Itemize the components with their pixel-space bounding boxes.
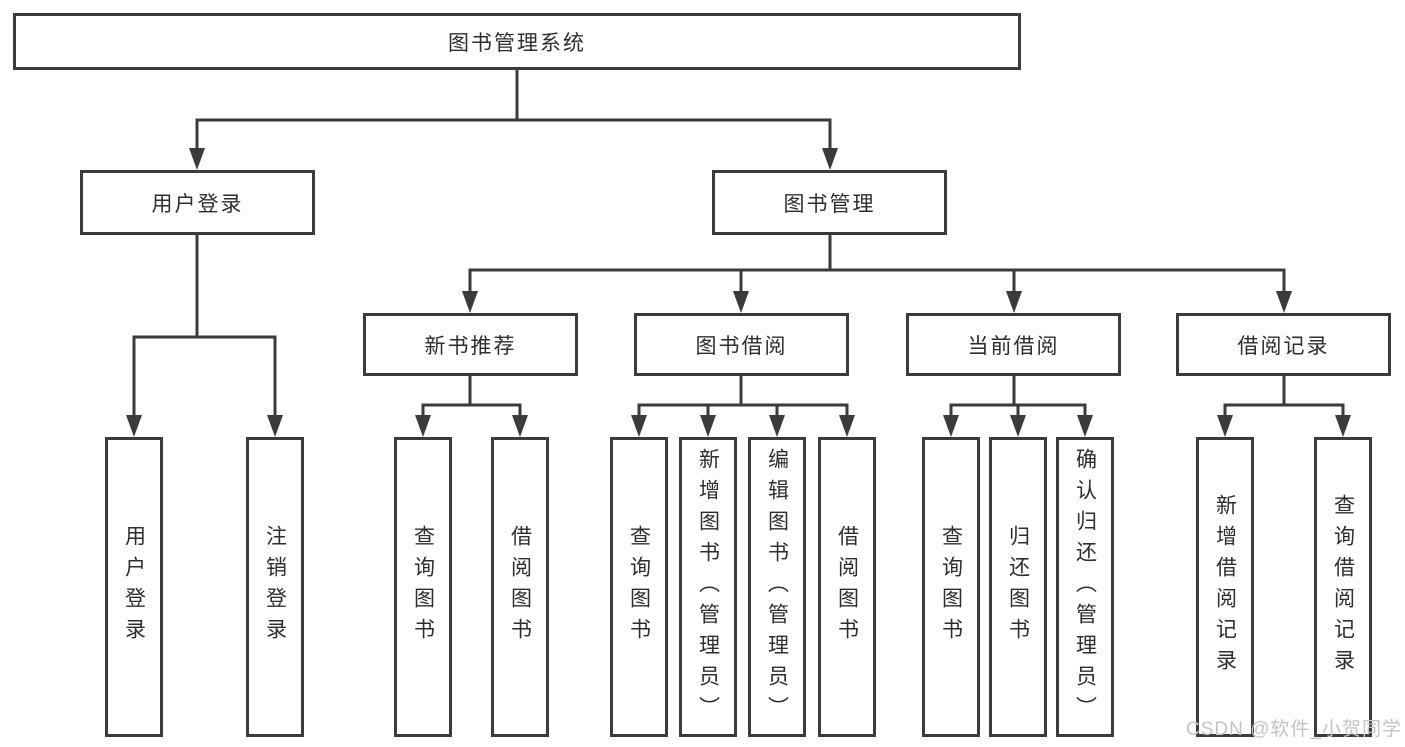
arrowhead xyxy=(700,415,716,437)
leaf-query-books-recommend: 查询图书 xyxy=(394,437,452,737)
leaf-logout: 注销登录 xyxy=(246,437,304,737)
arrowhead xyxy=(126,415,142,437)
arrowhead xyxy=(189,148,205,170)
leaf-query-borrow-record-label: 查询借阅记录 xyxy=(1331,494,1355,680)
leaf-user-login: 用户登录 xyxy=(105,437,163,737)
node-new-book-recommend-label: 新书推荐 xyxy=(424,334,517,358)
connector-borrow-records xyxy=(1217,376,1351,437)
node-root-label: 图书管理系统 xyxy=(448,31,586,55)
leaf-query-books-recommend-label: 查询图书 xyxy=(411,525,435,649)
leaf-add-book-admin: 新增图书（管理员） xyxy=(679,437,737,737)
leaf-borrow-books-label: 借阅图书 xyxy=(835,525,859,649)
node-book-management-label: 图书管理 xyxy=(783,192,876,216)
connector-user-login xyxy=(126,235,283,437)
node-new-book-recommend: 新书推荐 xyxy=(363,313,578,376)
leaf-confirm-return-admin: 确认归还（管理员） xyxy=(1056,437,1114,737)
leaf-borrow-books-recommend-label: 借阅图书 xyxy=(508,525,532,649)
arrowhead xyxy=(839,415,855,437)
connector-root xyxy=(189,70,838,170)
arrowhead xyxy=(733,291,749,313)
leaf-return-book-label: 归还图书 xyxy=(1006,525,1030,649)
connector-current-borrow xyxy=(943,376,1093,437)
csdn-watermark: CSDN @软件_小贺同学 xyxy=(1186,719,1402,740)
node-book-management: 图书管理 xyxy=(712,170,947,235)
node-borrow-records-label: 借阅记录 xyxy=(1237,334,1330,358)
leaf-query-borrow-record: 查询借阅记录 xyxy=(1314,437,1372,737)
node-root: 图书管理系统 xyxy=(13,13,1021,70)
leaf-logout-label: 注销登录 xyxy=(263,525,287,649)
node-user-login-label: 用户登录 xyxy=(151,192,244,216)
leaf-query-books-borrow-label: 查询图书 xyxy=(627,525,651,649)
node-borrow-records: 借阅记录 xyxy=(1176,313,1391,376)
arrowhead xyxy=(1006,291,1022,313)
arrowhead xyxy=(415,415,431,437)
leaf-add-borrow-record-label: 新增借阅记录 xyxy=(1213,494,1237,680)
arrowhead xyxy=(822,148,838,170)
connector-book-borrow xyxy=(631,376,855,437)
leaf-query-books-current-label: 查询图书 xyxy=(939,525,963,649)
leaf-query-books-borrow: 查询图书 xyxy=(610,437,668,737)
arrowhead xyxy=(1077,415,1093,437)
connector-new-book-recommend xyxy=(415,376,528,437)
arrowhead xyxy=(1335,415,1351,437)
node-book-borrow-label: 图书借阅 xyxy=(695,334,788,358)
leaf-add-borrow-record: 新增借阅记录 xyxy=(1196,437,1254,737)
arrowhead xyxy=(769,415,785,437)
leaf-add-book-admin-label: 新增图书（管理员） xyxy=(696,447,720,727)
leaf-query-books-current: 查询图书 xyxy=(922,437,980,737)
connector-book-management xyxy=(462,235,1292,313)
node-user-login: 用户登录 xyxy=(80,170,315,235)
leaf-return-book: 归还图书 xyxy=(989,437,1047,737)
arrowhead xyxy=(943,415,959,437)
node-current-borrow: 当前借阅 xyxy=(906,313,1121,376)
leaf-borrow-books: 借阅图书 xyxy=(818,437,876,737)
arrowhead xyxy=(1010,415,1026,437)
arrowhead xyxy=(512,415,528,437)
arrowhead xyxy=(267,415,283,437)
arrowhead xyxy=(631,415,647,437)
arrowhead xyxy=(462,291,478,313)
arrowhead xyxy=(1217,415,1233,437)
arrowhead xyxy=(1276,291,1292,313)
node-book-borrow: 图书借阅 xyxy=(634,313,849,376)
leaf-edit-book-admin-label: 编辑图书（管理员） xyxy=(765,447,789,727)
leaf-borrow-books-recommend: 借阅图书 xyxy=(491,437,549,737)
node-current-borrow-label: 当前借阅 xyxy=(967,334,1060,358)
leaf-confirm-return-admin-label: 确认归还（管理员） xyxy=(1073,447,1097,727)
leaf-user-login-label: 用户登录 xyxy=(122,525,146,649)
leaf-edit-book-admin: 编辑图书（管理员） xyxy=(748,437,806,737)
